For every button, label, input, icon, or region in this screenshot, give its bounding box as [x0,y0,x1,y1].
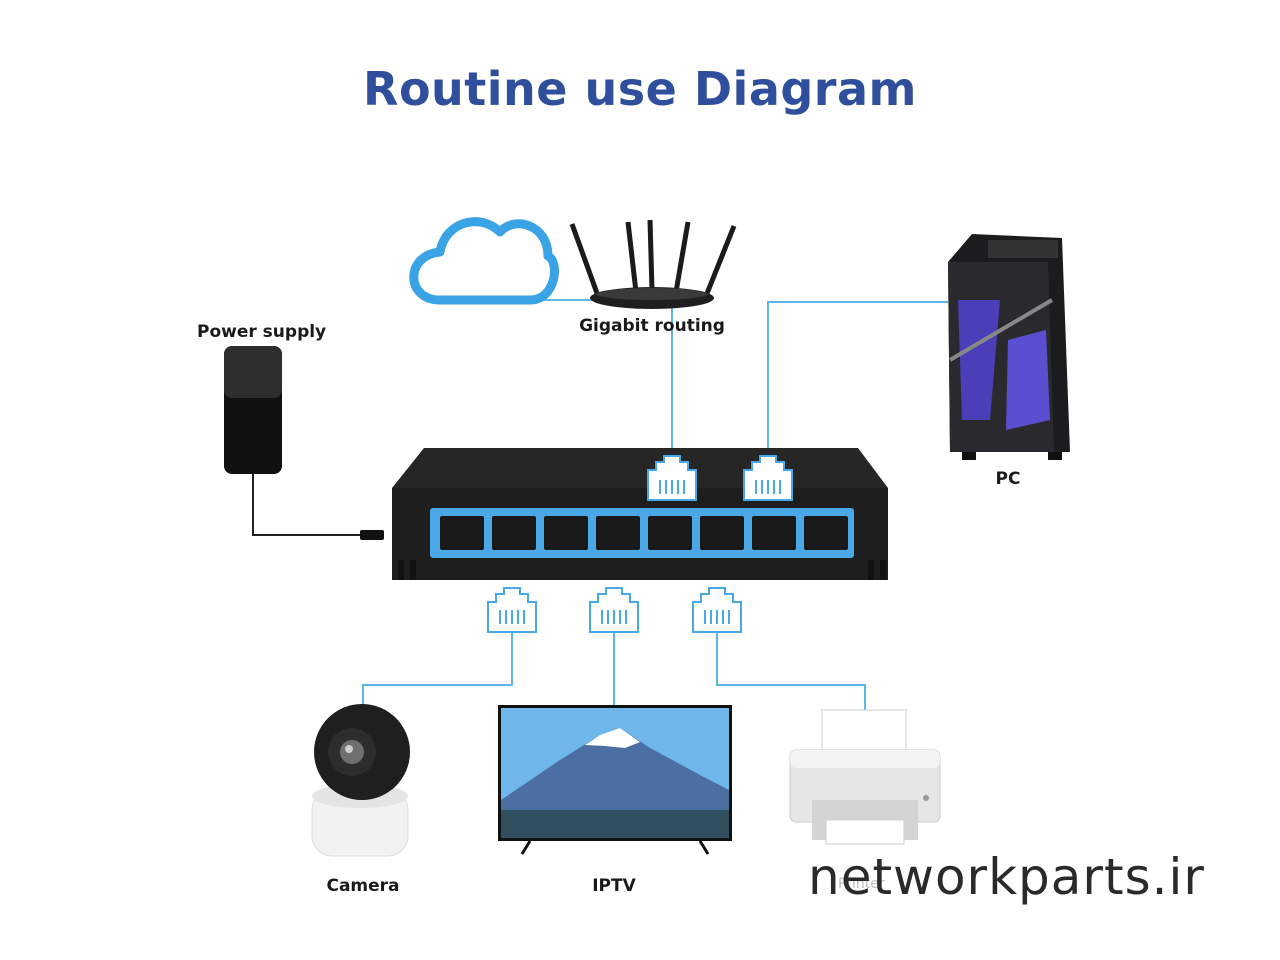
line-pc-switch [767,301,948,458]
camera-label: Camera [326,876,400,896]
watermark-text: networkparts.ir [808,848,1205,906]
tv-icon [498,705,732,855]
cloud-icon [409,217,559,305]
pc-tower-icon [948,234,1070,460]
pc-label: PC [995,469,1021,489]
diagram-title: Routine use Diagram [363,62,917,116]
printer-label: Printer [838,876,885,892]
rj45-icon-pc [743,455,793,501]
iptv-label: IPTV [592,876,636,896]
line-printer [716,632,866,712]
rj45-icon-printer [692,587,742,633]
rj45-icon-camera [487,587,537,633]
gigabit-routing-label: Gigabit routing [579,316,725,336]
router-icon [569,219,737,309]
printer-icon [789,709,941,845]
rj45-icon-iptv [589,587,639,633]
power-adapter-icon [224,346,384,540]
line-camera [362,632,513,712]
network-switch-icon [392,448,888,580]
rj45-icons [487,455,793,633]
power-supply-label: Power supply [197,322,327,342]
connection-lines [362,299,948,712]
camera-icon [311,704,410,857]
rj45-icon-router [647,455,697,501]
